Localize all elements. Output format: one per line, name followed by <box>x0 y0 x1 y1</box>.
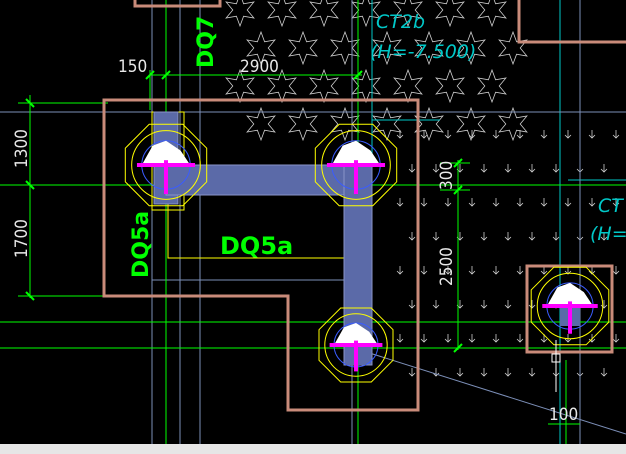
dim-2500: 2500 <box>437 247 457 286</box>
soil-hatch-stars <box>225 0 528 142</box>
label-ct2b: CT2b <box>376 11 425 33</box>
drawing-background <box>0 0 626 444</box>
crosshair-cursor-icon <box>551 340 561 392</box>
label-ct2b-elevation: (H=-7.500) <box>370 41 476 63</box>
top-left-pile-cap[interactable] <box>133 0 222 8</box>
cad-drawing-canvas[interactable]: DQ7 DQ5a DQ5a CT2b (H=-7.500) CT (H= 150… <box>0 0 626 444</box>
label-dq5a-horizontal: DQ5a <box>220 232 293 260</box>
main-pile-cap[interactable] <box>102 98 420 412</box>
dim-100: 100 <box>549 405 578 425</box>
tie-beam-dq5a-horizontal[interactable] <box>165 164 359 196</box>
label-dq7: DQ7 <box>194 16 219 68</box>
dim-150: 150 <box>118 57 147 77</box>
pile-1[interactable] <box>124 123 208 207</box>
dim-1700: 1700 <box>12 219 32 258</box>
pile-3[interactable] <box>318 307 394 383</box>
pile-cap-outlines <box>102 0 626 412</box>
right-pile-cap[interactable] <box>525 264 614 354</box>
dim-300: 300 <box>437 161 457 190</box>
dim-2900: 2900 <box>240 57 279 77</box>
dimension-ticks <box>25 70 463 353</box>
piles <box>124 123 610 383</box>
dim-1300: 1300 <box>12 129 32 168</box>
label-ct-right: CT <box>598 195 624 217</box>
label-dq5a-vertical: DQ5a <box>129 211 154 278</box>
label-ct-right-elevation: (H= <box>590 223 626 245</box>
pile-2[interactable] <box>314 123 398 207</box>
top-right-pile-cap[interactable] <box>517 0 626 44</box>
status-bar <box>0 444 626 454</box>
pile-4[interactable] <box>530 266 610 346</box>
annotation-lines <box>371 0 626 444</box>
